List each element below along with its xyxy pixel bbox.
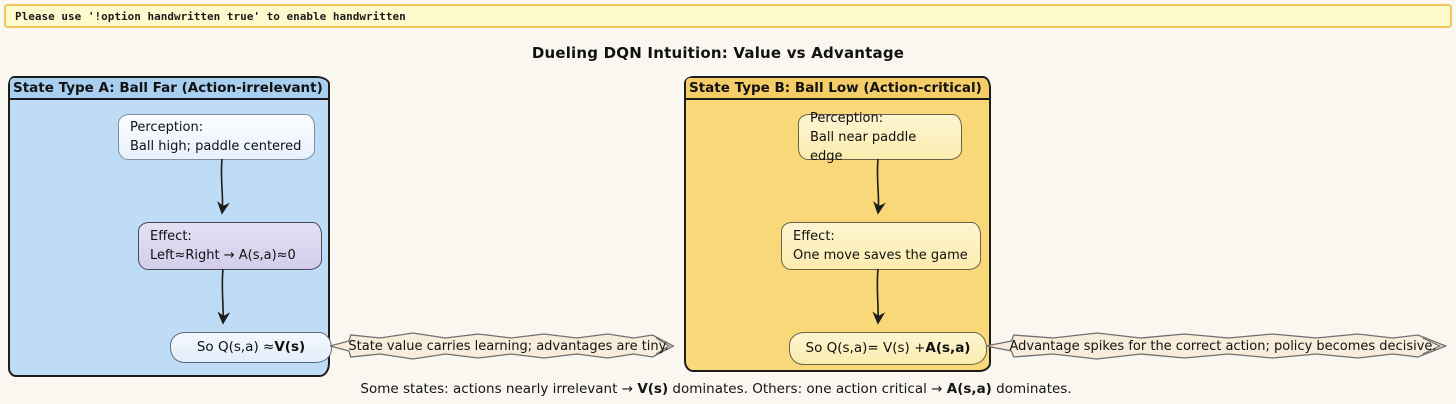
effect-b-line2: One move saves the game	[793, 248, 968, 263]
callout-b-text: Advantage spikes for the correct action;…	[1009, 338, 1437, 354]
state-type-a-header: State Type A: Ball Far (Action-irrelevan…	[10, 78, 328, 100]
conclusion-b-prefix: So Q(s,a)= V(s) +	[805, 340, 926, 356]
caption-bold1: V(s)	[637, 381, 669, 397]
callout-a: State value carries learning; advantages…	[330, 330, 675, 362]
perception-node-a: Perception: Ball high; paddle centered	[118, 114, 315, 160]
caption: Some states: actions nearly irrelevant →…	[0, 381, 1432, 397]
conclusion-a-prefix: So Q(s,a) ≈	[196, 339, 275, 355]
perception-b-line2: Ball near paddle edge	[810, 129, 917, 164]
effect-a-line2: Left≈Right → A(s,a)≈0	[150, 248, 296, 263]
effect-node-a: Effect: Left≈Right → A(s,a)≈0	[138, 222, 322, 270]
state-type-b-panel: State Type B: Ball Low (Action-critical)…	[684, 76, 991, 372]
state-type-a-header-label: State Type A: Ball Far (Action-irrelevan…	[13, 80, 323, 96]
effect-node-b: Effect: One move saves the game	[781, 222, 981, 270]
caption-bold2: A(s,a)	[946, 381, 992, 397]
callout-a-text: State value carries learning; advantages…	[348, 338, 669, 354]
callout-b: Advantage spikes for the correct action;…	[986, 330, 1448, 362]
perception-a-line2: Ball high; paddle centered	[130, 139, 302, 154]
perception-a-line1: Perception:	[130, 120, 204, 135]
state-type-b-header-label: State Type B: Ball Low (Action-critical)	[689, 80, 982, 96]
conclusion-node-a: So Q(s,a) ≈ V(s)	[170, 332, 332, 363]
caption-part3: dominates.	[991, 381, 1072, 397]
caption-part1: Some states: actions nearly irrelevant →	[360, 381, 638, 397]
perception-b-line1: Perception:	[810, 110, 884, 126]
state-type-b-header: State Type B: Ball Low (Action-critical)	[686, 78, 989, 100]
state-type-a-panel: State Type A: Ball Far (Action-irrelevan…	[8, 76, 332, 377]
callout-a-shape	[330, 330, 675, 362]
handwritten-option-banner: Please use '!option handwritten true' to…	[4, 4, 1452, 28]
banner-text: Please use '!option handwritten true' to…	[15, 9, 406, 23]
conclusion-a-bold: V(s)	[274, 339, 306, 355]
effect-a-line1: Effect:	[150, 229, 192, 244]
callout-b-shape	[986, 330, 1448, 362]
perception-node-b: Perception: Ball near paddle edge	[798, 111, 962, 164]
conclusion-node-b: So Q(s,a)= V(s) + A(s,a)	[789, 332, 987, 365]
effect-b-line1: Effect:	[793, 229, 835, 244]
caption-part2: dominates. Others: one action critical →	[668, 381, 947, 397]
diagram-title: Dueling DQN Intuition: Value vs Advantag…	[531, 44, 905, 62]
conclusion-b-bold: A(s,a)	[925, 340, 971, 356]
